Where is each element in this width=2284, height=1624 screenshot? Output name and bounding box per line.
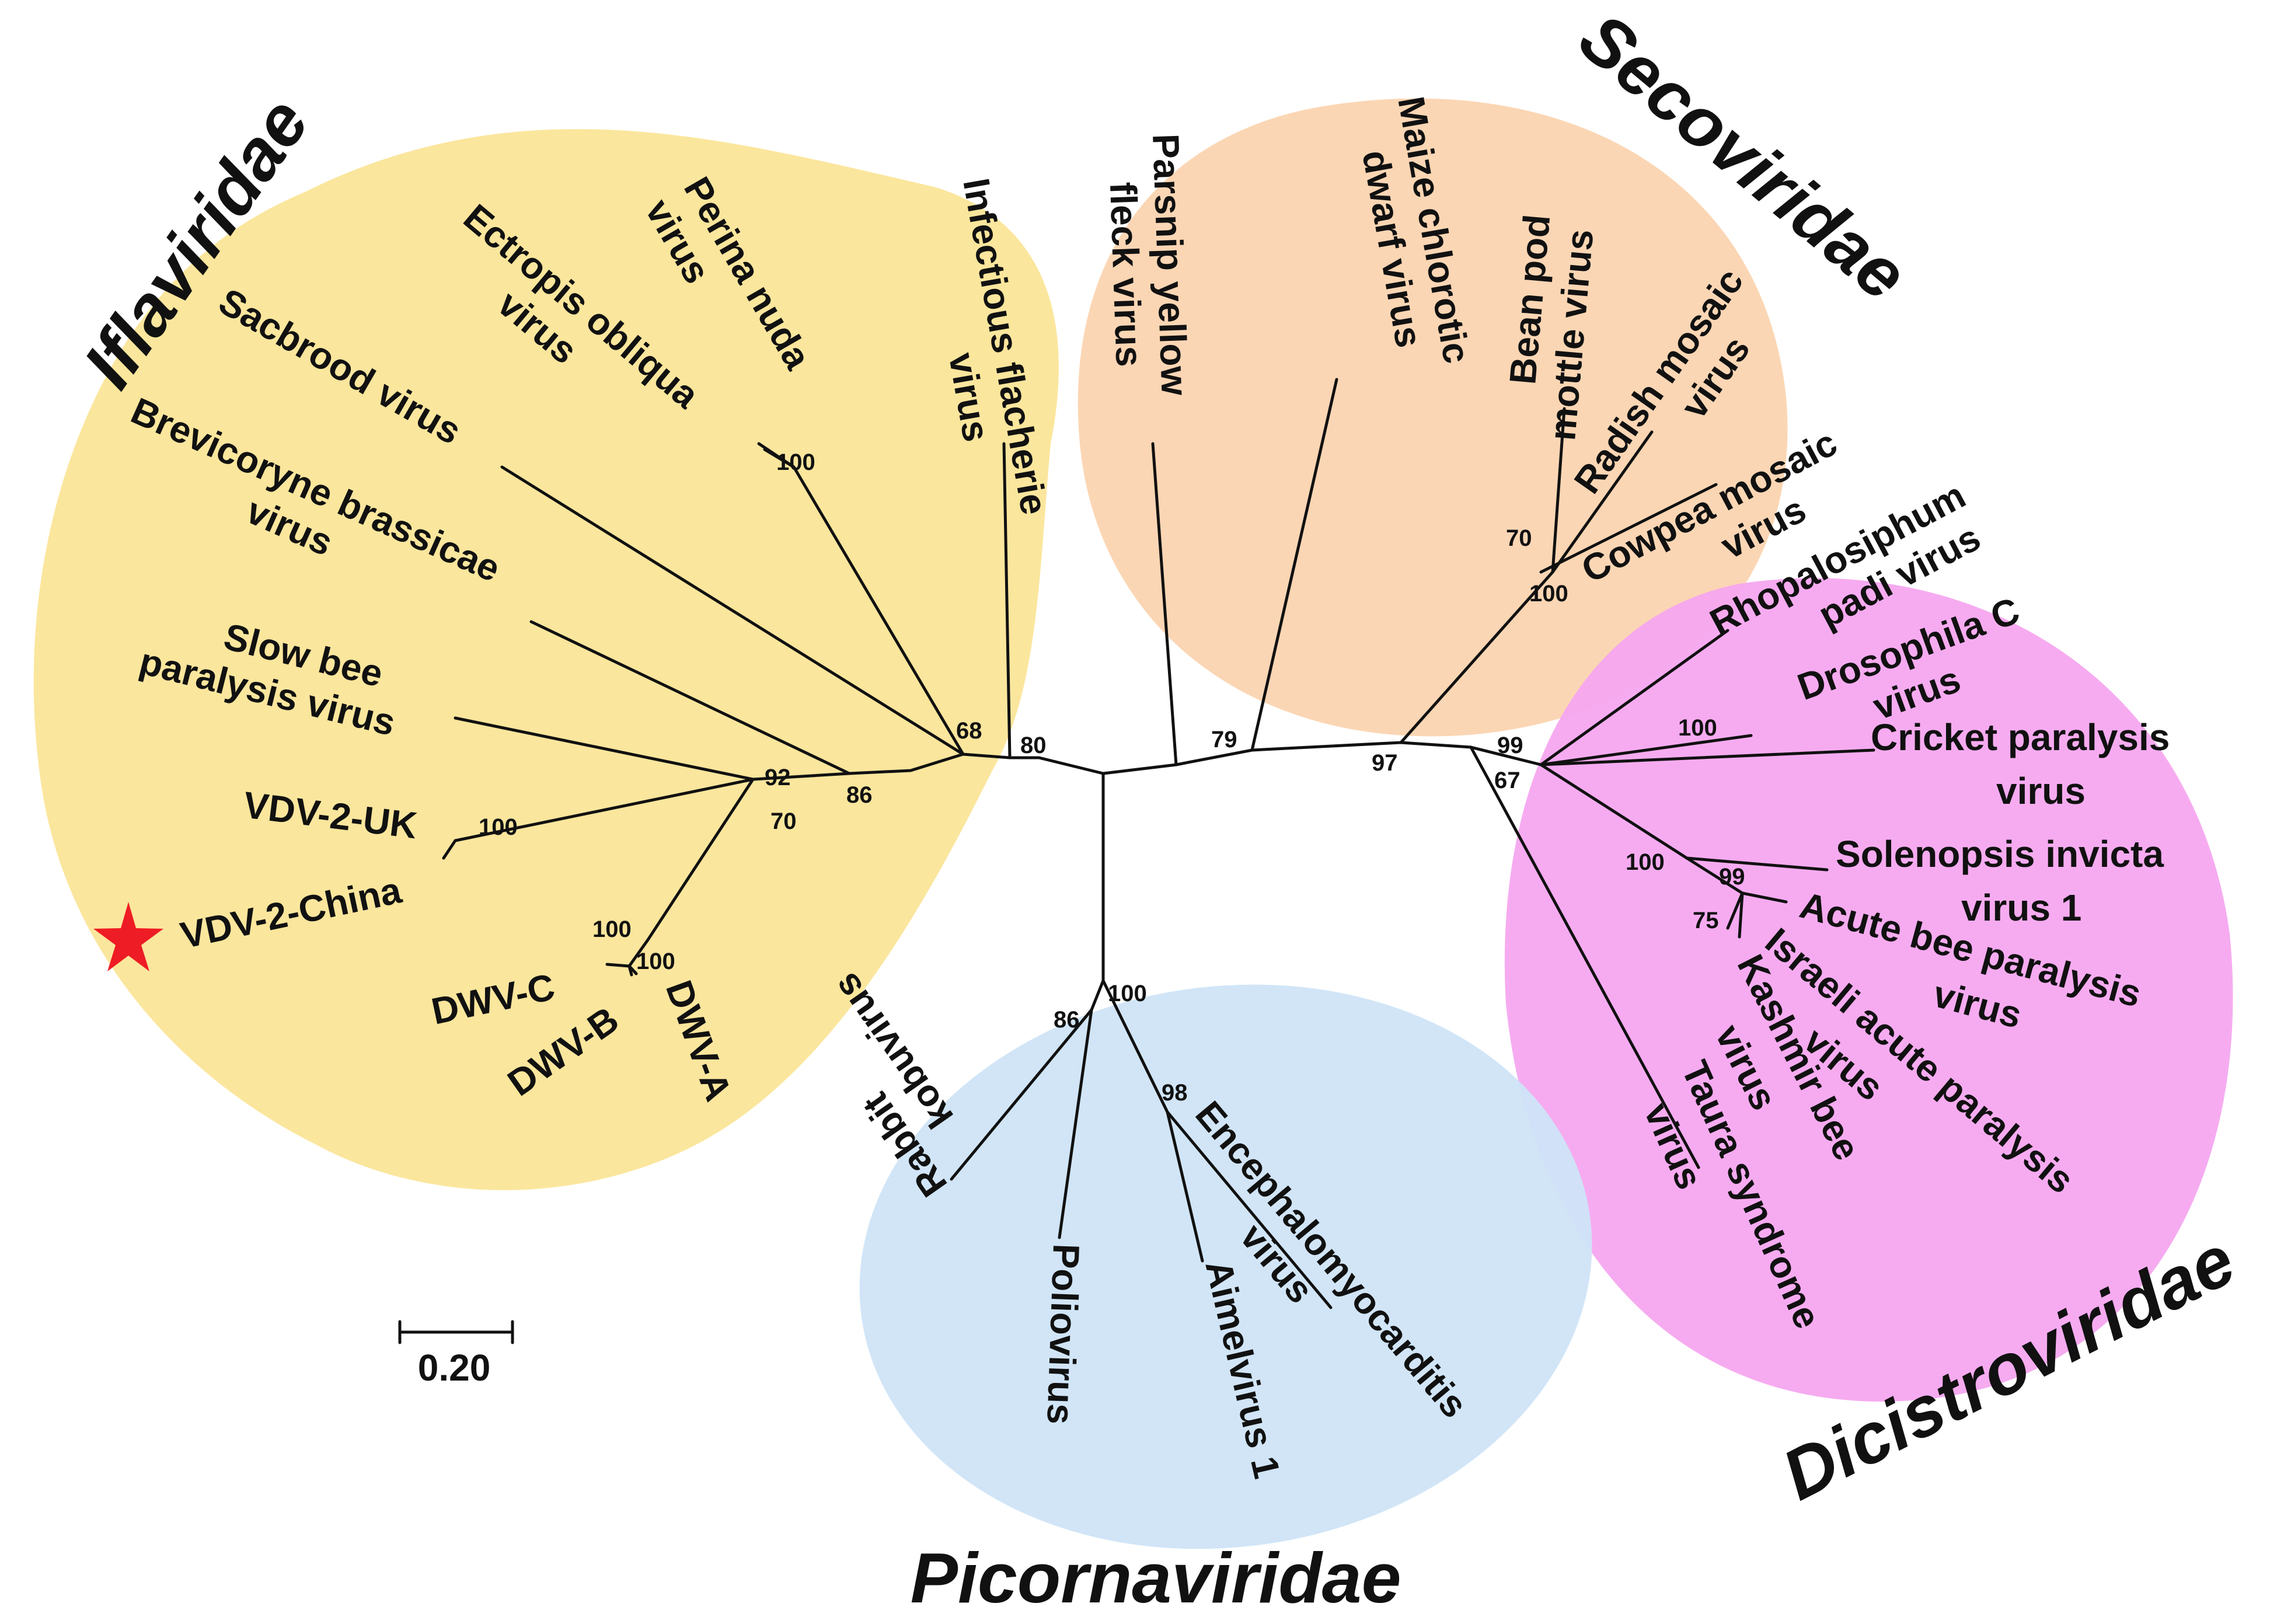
bootstrap-value: 100 <box>592 916 632 942</box>
bootstrap-value: 68 <box>956 718 982 744</box>
bootstrap-value: 100 <box>1678 715 1717 741</box>
bootstrap-value: 70 <box>1506 525 1532 551</box>
taxon-parsnip-yellow-fleck-virus: Parsnip yellow fleck virus <box>1100 133 1196 408</box>
taxon-poliovirus: Poliovirus <box>1039 1243 1087 1426</box>
bootstrap-value: 98 <box>1162 1080 1188 1106</box>
bootstrap-value: 100 <box>636 949 675 974</box>
scale-bar: 0.20 <box>398 1320 514 1389</box>
bootstrap-value: 99 <box>1497 733 1523 758</box>
scale-bar-label: 0.20 <box>418 1347 491 1389</box>
bootstrap-value: 100 <box>1108 981 1147 1006</box>
branches <box>442 378 1875 1309</box>
bootstrap-value: 86 <box>1054 1007 1080 1033</box>
bootstrap-value: 67 <box>1494 768 1521 793</box>
family-label-picornaviridae: Picornaviridae <box>911 1538 1401 1618</box>
bootstrap-value: 100 <box>1626 849 1665 875</box>
bootstrap-value: 92 <box>765 765 791 790</box>
bootstrap-value: 80 <box>1020 733 1047 758</box>
bootstrap-value: 97 <box>1372 750 1398 776</box>
bootstrap-value: 79 <box>1211 727 1237 752</box>
taxon-cricket-paralysis-virus: Cricket paralysis virus <box>1871 716 2180 812</box>
bootstrap-values: 100 68 80 86 92 70 100 100 100 79 97 70 … <box>479 449 1745 1106</box>
bootstrap-value: 70 <box>770 808 797 834</box>
bootstrap-value: 86 <box>846 782 873 808</box>
bootstrap-value: 100 <box>776 449 815 475</box>
bootstrap-value: 99 <box>1719 864 1745 890</box>
secoviridae-region <box>1078 98 1788 737</box>
bootstrap-value: 100 <box>479 814 518 840</box>
star-icon <box>93 902 163 971</box>
taxon-solenopsis-invicta-virus-1: Solenopsis invicta virus 1 <box>1836 833 2174 929</box>
iflaviridae-region <box>33 129 1059 1190</box>
bootstrap-value: 100 <box>1529 581 1568 607</box>
bootstrap-value: 75 <box>1693 908 1719 933</box>
dicistroviridae-region <box>1504 578 2233 1402</box>
picornaviridae-region <box>859 984 1592 1549</box>
